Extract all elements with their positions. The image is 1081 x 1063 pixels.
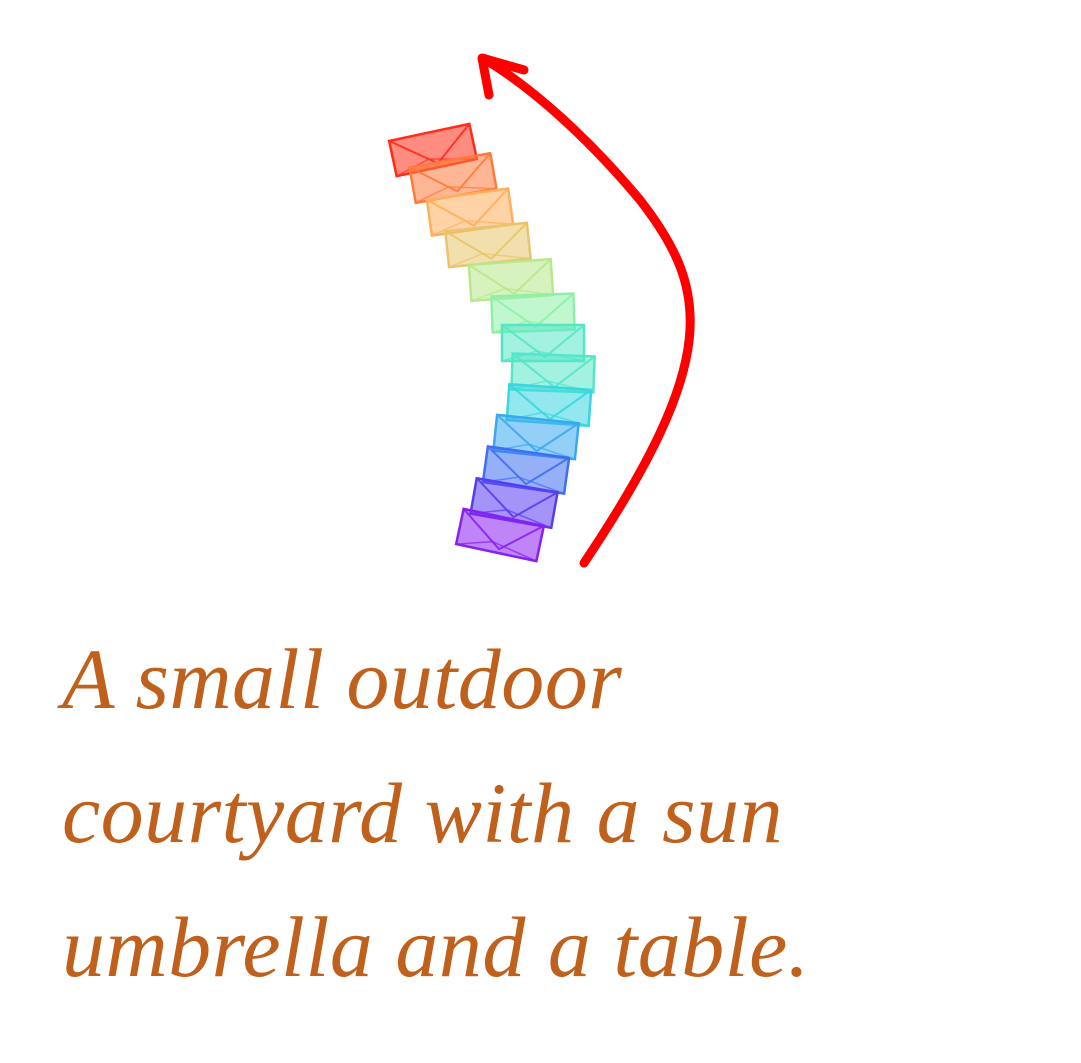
camera-frustum-icon [454,507,546,563]
camera-trajectory-figure [387,53,695,568]
camera-frustum-icon [490,292,576,334]
caption-line-3: umbrella and a table. [62,899,810,995]
camera-frustum-icon [443,221,533,269]
caption-line-2: courtyard with a sun [62,765,784,861]
camera-frustum-icon [505,382,593,428]
caption-line-1: A small outdoor [62,631,623,727]
caption: A small outdoor courtyard with a sun umb… [62,612,1062,1014]
camera-frustum-stack [387,122,596,563]
curved-arrow-icon [477,53,695,568]
